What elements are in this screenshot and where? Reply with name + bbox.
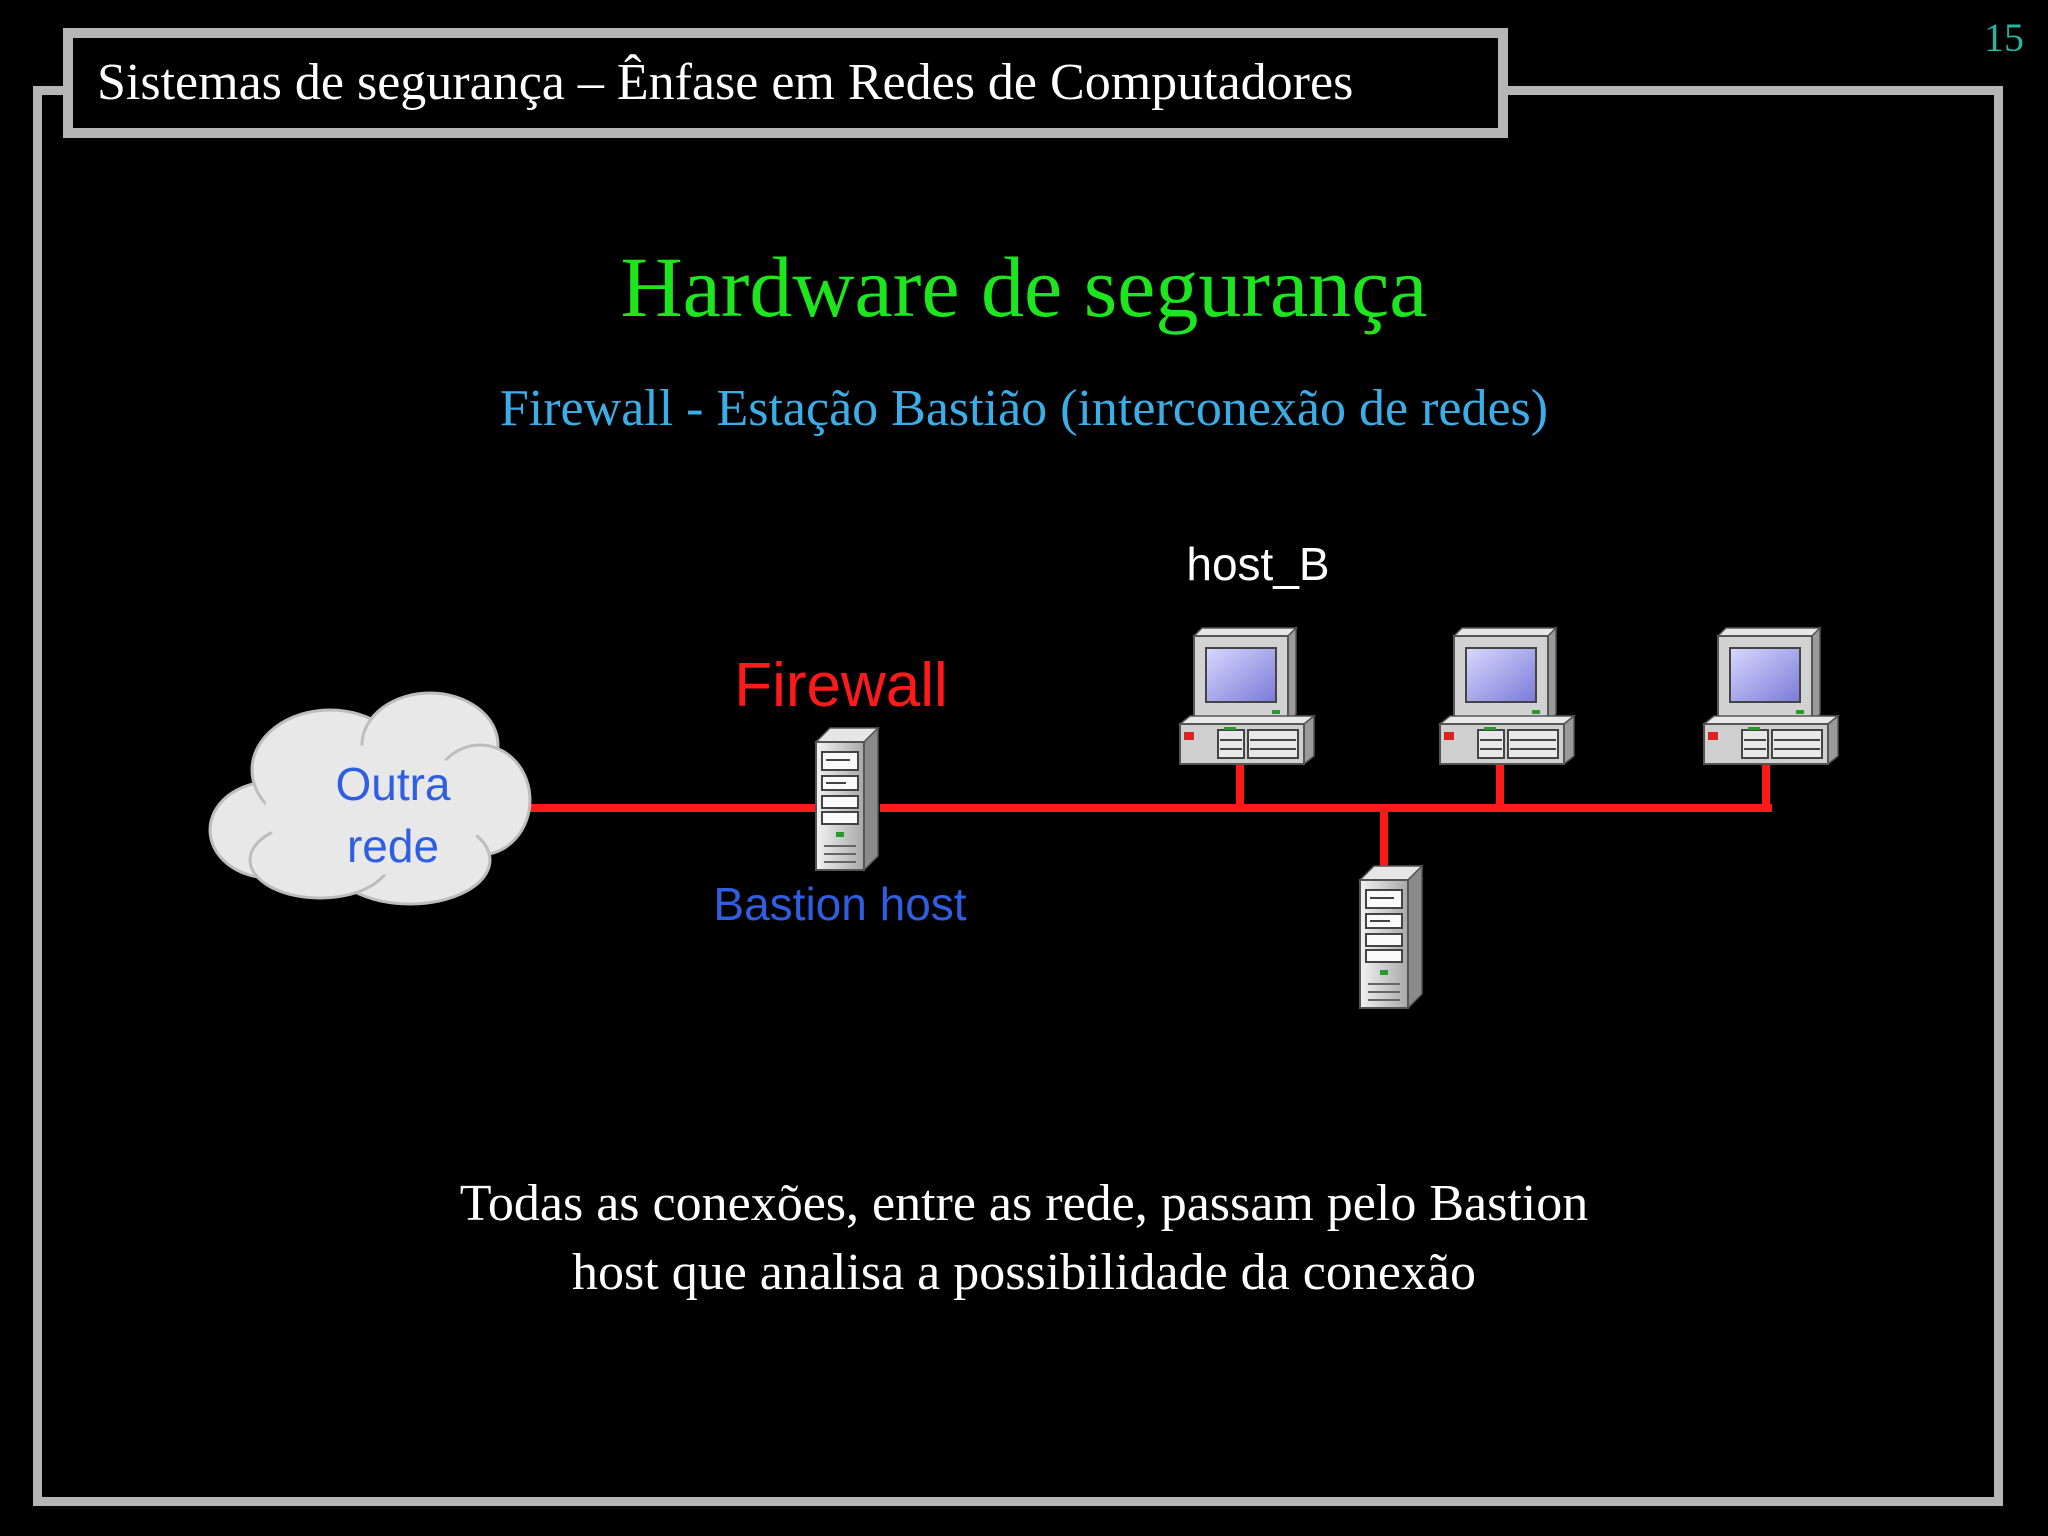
bastion-host-server-icon (815, 727, 879, 871)
desktop-computer-icon (1179, 627, 1315, 765)
caption-line-2: host que analisa a possibilidade da cone… (572, 1243, 1476, 1301)
slide-caption: Todas as conexões, entre as rede, passam… (0, 1170, 2048, 1307)
desktop-computer-icon (1439, 627, 1575, 765)
host-b-label: host_B (1186, 538, 1329, 590)
firewall-label: Firewall (734, 651, 948, 720)
cloud-label-line2: rede (347, 820, 439, 872)
internal-server-icon (1359, 865, 1423, 1009)
network-lines (528, 764, 1772, 868)
header-banner: Sistemas de segurança – Ênfase em Redes … (63, 28, 1508, 138)
slide-title: Hardware de segurança (620, 239, 1428, 335)
bastion-host-label: Bastion host (713, 878, 966, 930)
cloud-label-line1: Outra (335, 758, 450, 810)
caption-line-1: Todas as conexões, entre as rede, passam… (459, 1175, 1589, 1232)
desktop-computer-icon (1703, 627, 1839, 765)
cloud-icon (208, 691, 532, 906)
slide-subtitle: Firewall - Estação Bastião (interconexão… (499, 380, 1549, 437)
page-number: 15 (1984, 15, 2024, 60)
header-title: Sistemas de segurança – Ênfase em Redes … (97, 54, 1354, 111)
